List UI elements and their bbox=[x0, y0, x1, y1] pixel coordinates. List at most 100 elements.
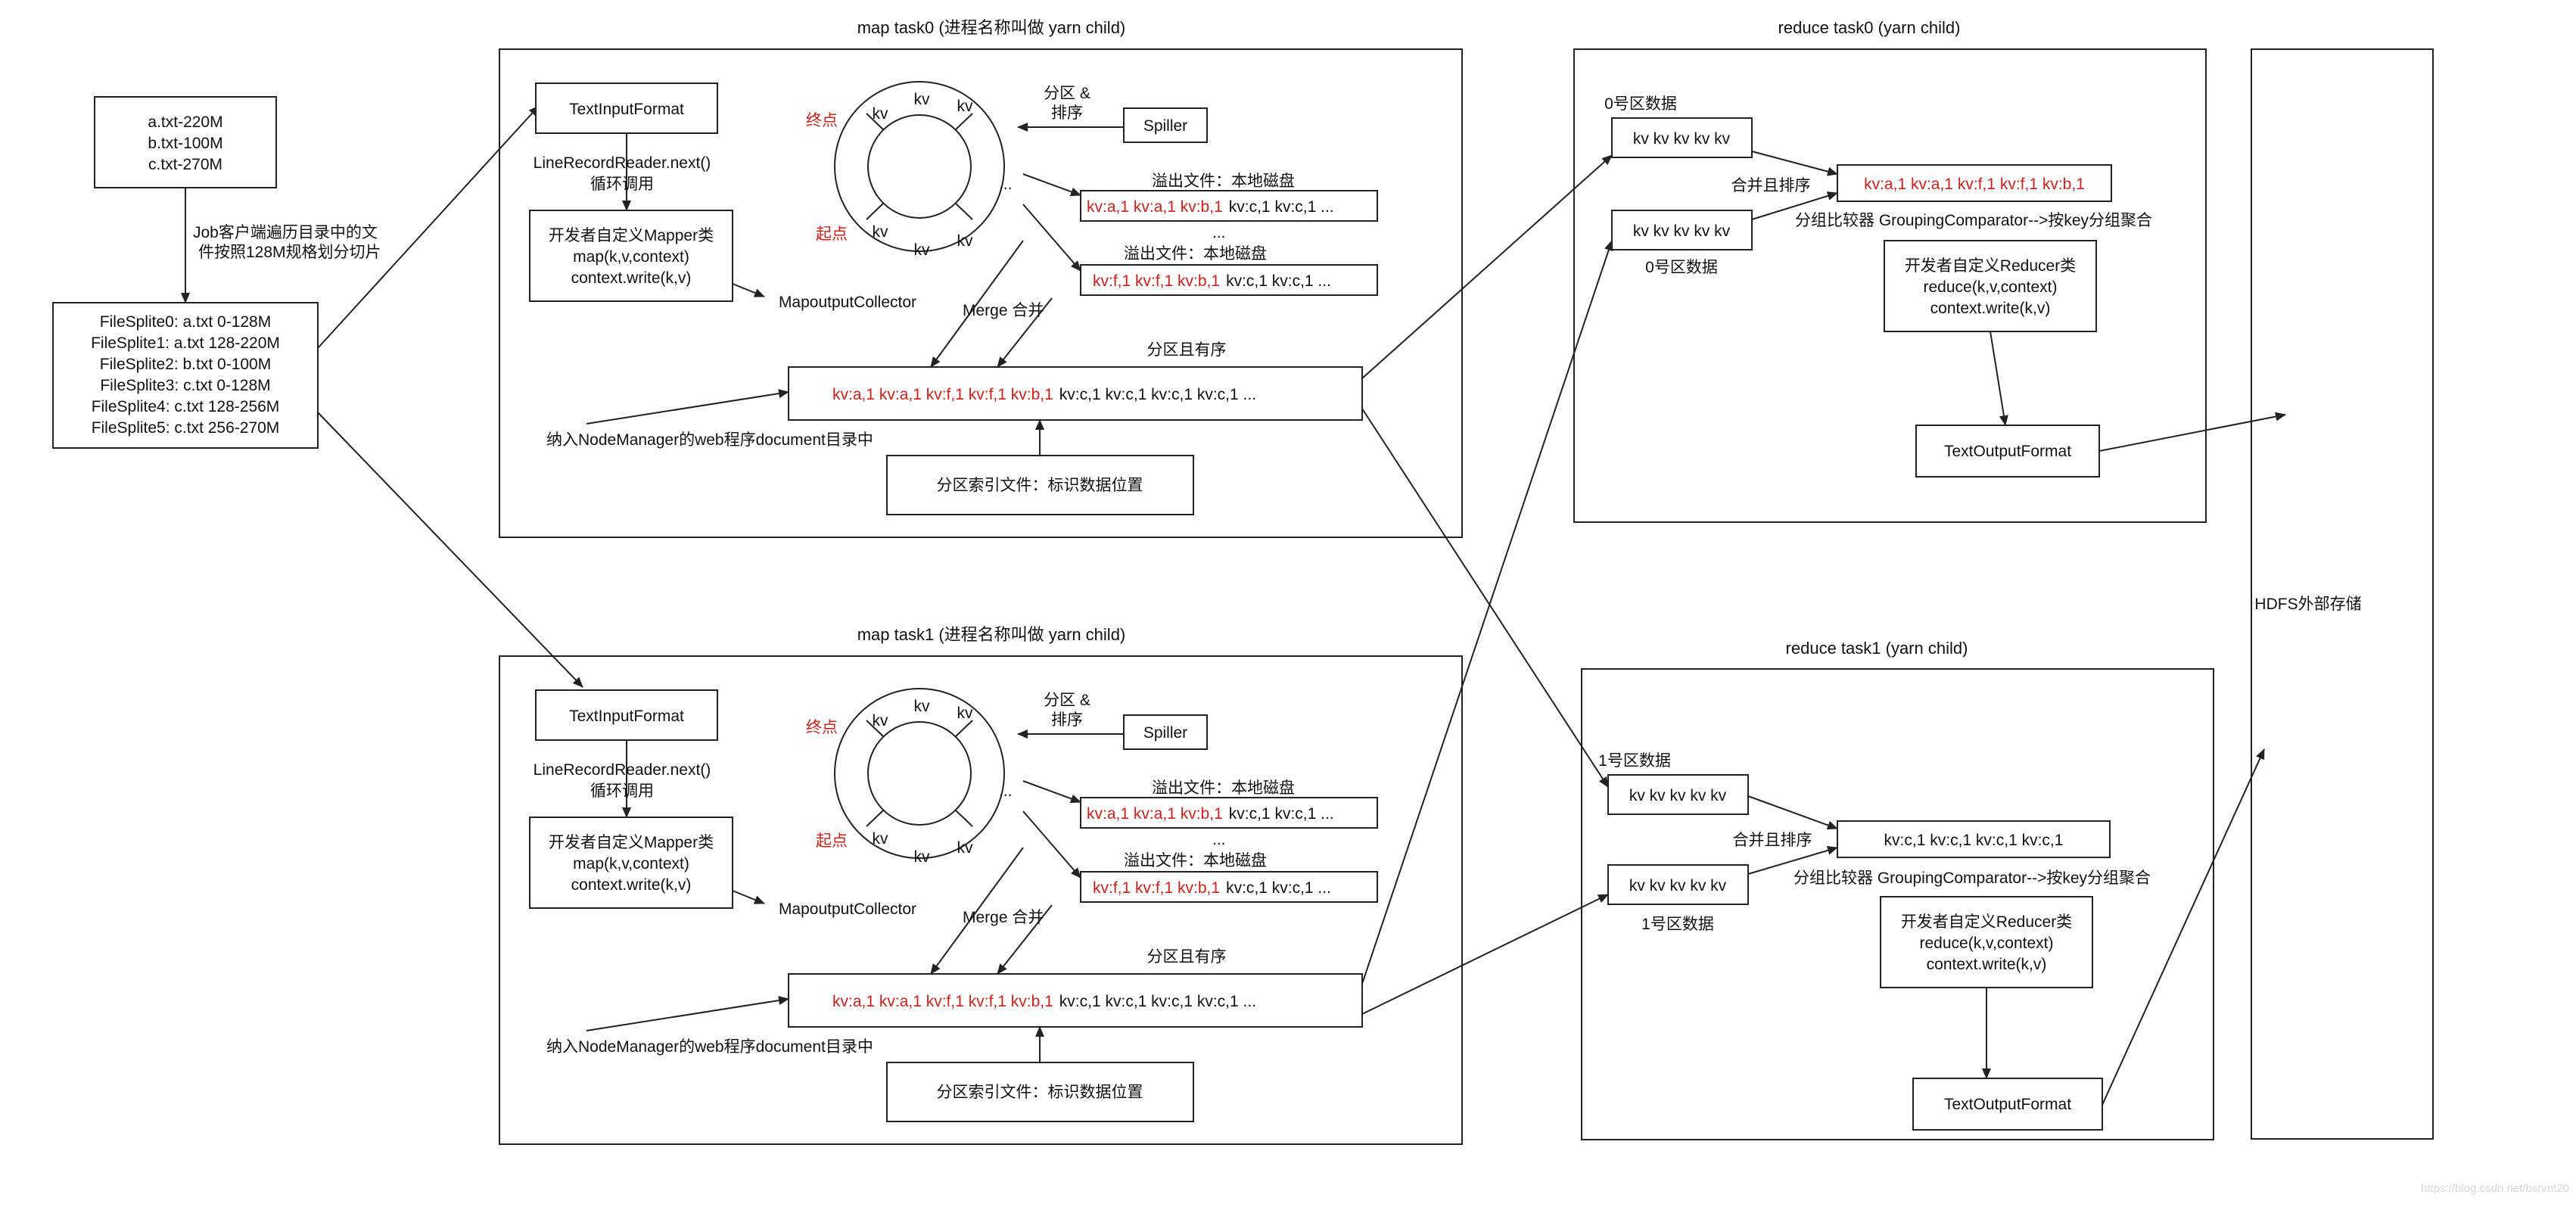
reduce-task-title: reduce task0 (yarn child) bbox=[1778, 18, 1961, 37]
arrow-ring-to-merged bbox=[930, 847, 1024, 975]
ring-divider bbox=[866, 720, 885, 738]
record-reader-line2: 循环调用 bbox=[590, 782, 654, 800]
sorted-label: 分区且有序 bbox=[1147, 341, 1227, 359]
client-note-line2: 件按照128M规格划分切片 bbox=[198, 244, 381, 261]
arrow-mapper-to-collector bbox=[732, 890, 765, 904]
kv-row-top bbox=[1607, 774, 1749, 815]
spill-file-2-red: kv:f,1 kv:f,1 kv:b,1 bbox=[1093, 879, 1220, 897]
partition-label-bottom: 1号区数据 bbox=[1641, 916, 1714, 933]
ring-kv: kv bbox=[957, 98, 974, 115]
text-input-format: TextInputFormat bbox=[569, 708, 684, 725]
partition-label-top: 1号区数据 bbox=[1598, 752, 1671, 770]
merged-file-text: kv:a,1 kv:a,1 kv:f,1 kv:f,1 kv:b,1 kv:c,1… bbox=[832, 386, 1256, 403]
ring-buffer-outer bbox=[834, 688, 1005, 859]
arrow-reducer-to-output bbox=[1990, 331, 2008, 426]
mapper-line3: context.write(k,v) bbox=[571, 876, 692, 894]
arrow-output0-to-hdfs bbox=[2098, 412, 2286, 452]
mapoutput-collector: MapoutputCollector bbox=[779, 294, 916, 311]
spill-dots: ... bbox=[1212, 831, 1226, 848]
record-reader-line1: LineRecordReader.next() bbox=[534, 154, 711, 172]
split-4: FileSplite4: c.txt 128-256M bbox=[92, 398, 280, 415]
ring-end-label: 终点 bbox=[806, 112, 838, 129]
split-3: FileSplite3: c.txt 0-128M bbox=[100, 377, 270, 394]
mapper-box bbox=[529, 210, 733, 302]
output-format: TextOutputFormat bbox=[1944, 443, 2071, 460]
partition-label-bottom: 0号区数据 bbox=[1645, 259, 1718, 276]
arrow-spill-to-merged bbox=[997, 904, 1053, 975]
arrow-splits-to-map0 bbox=[317, 105, 540, 349]
mapoutput-collector: MapoutputCollector bbox=[779, 901, 916, 918]
mapper-line1: 开发者自定义Mapper类 bbox=[549, 834, 714, 851]
partition-sort-line2: 排序 bbox=[1051, 711, 1083, 729]
merge-label: Merge 合并 bbox=[963, 302, 1044, 319]
input-files-box bbox=[94, 96, 277, 188]
arrow-ring-to-merged bbox=[930, 240, 1024, 368]
mapper-box bbox=[529, 817, 733, 909]
map-task-title: map task1 (进程名称叫做 yarn child) bbox=[857, 625, 1126, 644]
kv-row-top bbox=[1611, 117, 1753, 158]
ring-buffer-inner bbox=[867, 114, 972, 219]
ring-buffer-outer bbox=[834, 81, 1005, 252]
index-file-box bbox=[886, 1062, 1194, 1122]
reducer-box bbox=[1880, 896, 2093, 988]
spill-file-2-text: kv:f,1 kv:f,1 kv:b,1 kv:c,1 kv:c,1 ... bbox=[1093, 272, 1331, 290]
merged-file-red: kv:a,1 kv:a,1 kv:f,1 kv:f,1 kv:b,1 bbox=[832, 386, 1053, 403]
spill-file-1-red: kv:a,1 kv:a,1 kv:b,1 bbox=[1087, 198, 1223, 216]
splits-box bbox=[52, 302, 319, 449]
merge-sort-label: 合并且排序 bbox=[1733, 832, 1812, 849]
partition-label-top: 0号区数据 bbox=[1604, 95, 1677, 113]
ring-divider bbox=[954, 809, 973, 827]
input-file-a: a.txt-220M bbox=[148, 114, 222, 131]
sorted-label: 分区且有序 bbox=[1147, 948, 1227, 966]
mapper-line1: 开发者自定义Mapper类 bbox=[549, 227, 714, 244]
arrow-ring-to-spill2 bbox=[1022, 810, 1081, 879]
reducer-line2: reduce(k,v,context) bbox=[1919, 935, 2053, 952]
spill-file-1 bbox=[1080, 190, 1378, 222]
arrow-bottom-to-merged bbox=[1751, 191, 1838, 220]
reducer-box bbox=[1884, 240, 2097, 332]
kv-row-bottom-text: kv kv kv kv kv bbox=[1629, 877, 1727, 894]
spill-label-2: 溢出文件：本地磁盘 bbox=[1124, 852, 1267, 869]
arrow-top-to-merged bbox=[1751, 151, 1838, 176]
input-file-b: b.txt-100M bbox=[148, 135, 222, 152]
ring-kv: kv bbox=[914, 698, 931, 715]
spill-file-2-red: kv:f,1 kv:f,1 kv:b,1 bbox=[1093, 272, 1220, 290]
client-note-line1: Job客户端遍历目录中的文 bbox=[193, 224, 378, 241]
reducer-line1: 开发者自定义Reducer类 bbox=[1901, 913, 2072, 931]
ring-kv: kv bbox=[914, 91, 931, 108]
spill-file-2-black: kv:c,1 kv:c,1 ... bbox=[1226, 272, 1331, 290]
arrow-map1-to-reduce0 bbox=[1361, 240, 1613, 985]
partition-sort-line1: 分区 & bbox=[1044, 85, 1090, 102]
merged-file-red: kv:a,1 kv:a,1 kv:f,1 kv:f,1 kv:b,1 bbox=[832, 993, 1053, 1010]
spill-file-1-red: kv:a,1 kv:a,1 kv:b,1 bbox=[1087, 805, 1223, 823]
arrow-mapper-to-collector bbox=[732, 283, 765, 297]
arrow-ring-to-spill1 bbox=[1022, 780, 1081, 804]
ring-kv: kv bbox=[914, 241, 931, 259]
ring-divider bbox=[954, 720, 973, 738]
input-file-c: c.txt-270M bbox=[148, 156, 222, 173]
reduce-task-title: reduce task1 (yarn child) bbox=[1786, 639, 1968, 658]
merged-file-black: kv:c,1 kv:c,1 kv:c,1 kv:c,1 ... bbox=[1059, 386, 1256, 403]
reducer-line3: context.write(k,v) bbox=[1927, 956, 2047, 973]
map-task-1: map task1 (进程名称叫做 yarn child) TextInputF… bbox=[499, 625, 1463, 1145]
reduce-task-0: reduce task0 (yarn child) 0号区数据 kv kv kv… bbox=[1573, 18, 2207, 523]
reducer-line3: context.write(k,v) bbox=[1930, 300, 2051, 317]
reduce-merged-text: kv:c,1 kv:c,1 kv:c,1 kv:c,1 bbox=[1884, 832, 2064, 849]
arrow-top-to-merged bbox=[1747, 795, 1838, 830]
spill-dots: ... bbox=[1212, 224, 1226, 241]
ring-divider bbox=[866, 809, 885, 827]
ring-dots: ... bbox=[999, 176, 1013, 193]
arrow-nodemanager-to-merged bbox=[586, 389, 789, 425]
spill-label-1: 溢出文件：本地磁盘 bbox=[1152, 779, 1295, 797]
arrow-ring-to-spill2 bbox=[1022, 204, 1081, 272]
split-1: FileSplite1: a.txt 128-220M bbox=[91, 334, 280, 352]
spill-file-2 bbox=[1080, 871, 1378, 903]
merged-file bbox=[788, 973, 1363, 1028]
ring-kv: kv bbox=[873, 712, 889, 729]
ring-end-label: 终点 bbox=[806, 719, 838, 736]
spill-label-2: 溢出文件：本地磁盘 bbox=[1124, 245, 1267, 263]
